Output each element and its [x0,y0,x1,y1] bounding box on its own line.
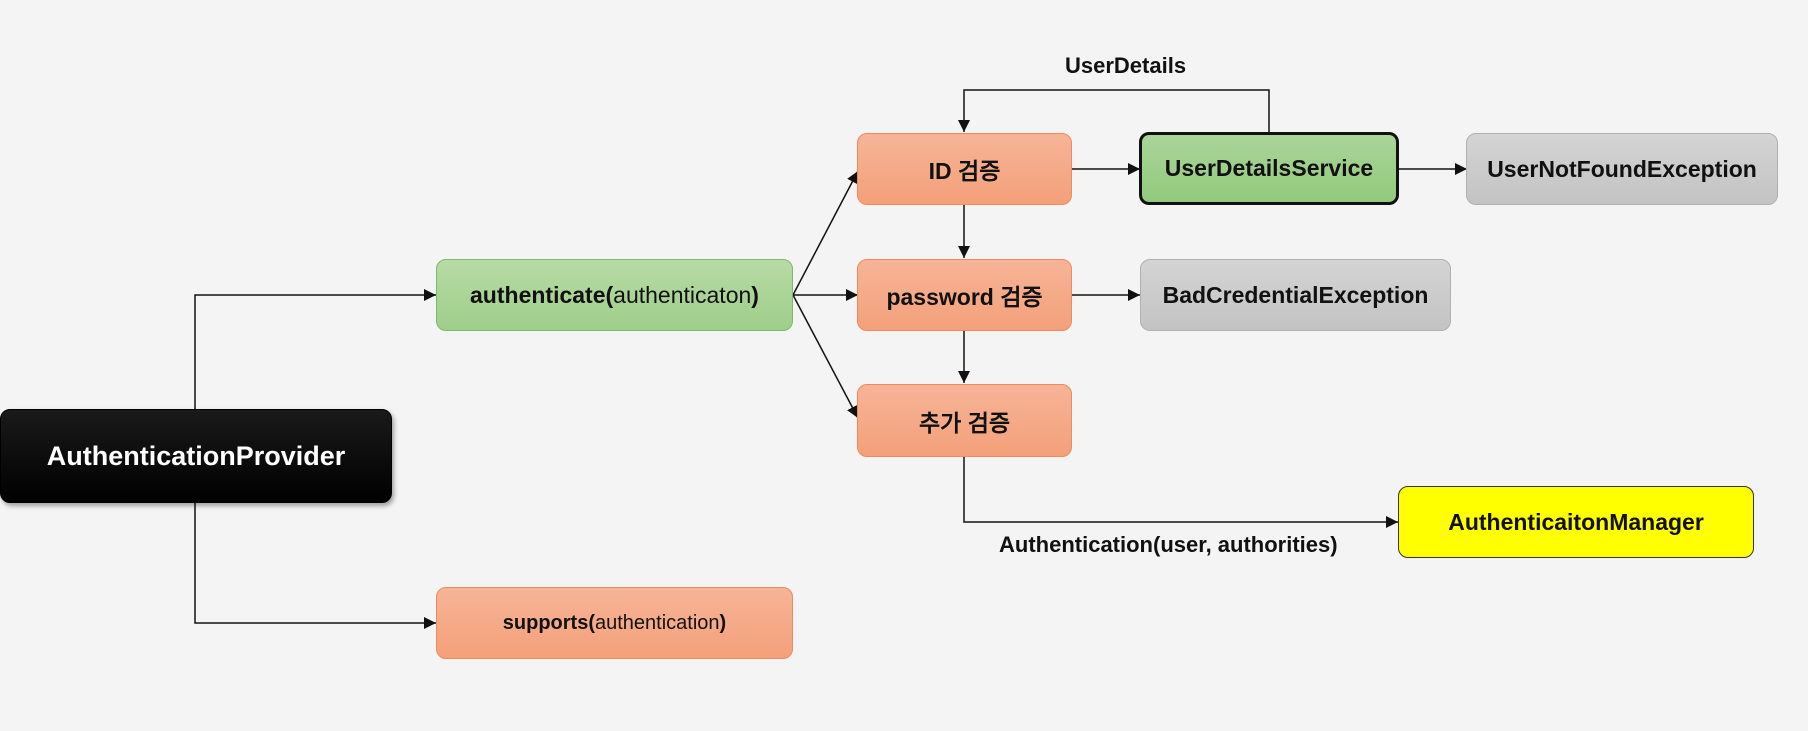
edge-authenticate-id [792,170,859,296]
bad-credential-exception-node: BadCredentialException [1140,259,1451,331]
extra-check-label: 추가 검증 [918,409,1011,436]
authenticate-method-label: authenticate [470,281,606,308]
password-check-label: password 검증 [886,284,1043,310]
extra-check-node: 추가 검증 [857,384,1072,457]
edge-uds-id-userdetails [958,89,1270,132]
authentication-manager-node: AuthenticaitonManager [1398,486,1754,558]
edge-provider-authenticate [194,289,436,410]
user-not-found-exception-label: UserNotFoundException [1487,155,1757,182]
password-check-node: password 검증 [857,259,1072,331]
authentication-provider-label: AuthenticationProvider [46,440,346,471]
user-not-found-exception-node: UserNotFoundException [1466,133,1778,205]
supports-arg-label: authentication [595,611,720,634]
authentication-provider-node: AuthenticationProvider [0,409,392,503]
id-check-node: ID 검증 [857,133,1072,205]
authenticate-close-paren: ) [751,281,759,308]
authenticate-node: authenticate(authenticaton) [436,259,793,331]
edge-provider-supports [194,503,436,629]
supports-close-paren: ) [719,611,727,634]
supports-method-label: supports [502,611,589,634]
edge-authenticate-extra [792,294,859,419]
authenticate-open-paren: ( [605,281,614,308]
user-details-service-node: UserDetailsService [1139,132,1399,205]
id-check-label: ID 검증 [928,158,1001,184]
user-details-edge-label: UserDetails [1065,53,1187,78]
user-details-service-label: UserDetailsService [1164,155,1374,181]
bad-credential-exception-label: BadCredentialException [1162,281,1429,308]
authentication-manager-label: AuthenticaitonManager [1448,508,1704,535]
supports-open-paren: ( [588,611,595,634]
authentication-result-edge-label: Authentication(user, authorities) [999,532,1338,557]
authenticate-arg-label: authenticaton [613,281,752,308]
supports-node: supports(authentication) [436,587,793,659]
edge-extra-manager [963,457,1398,528]
